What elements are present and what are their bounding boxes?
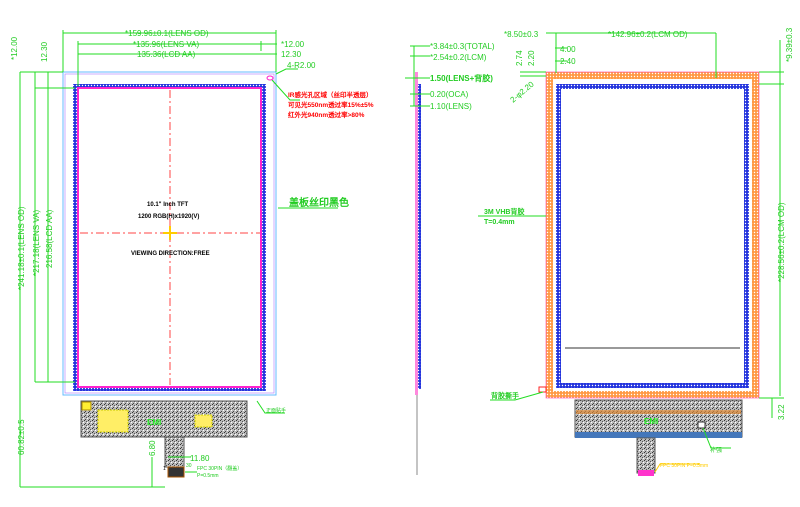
ir-hole [266,75,274,81]
dim-back-offset: *8.50±0.3 [504,30,539,39]
dim-fpc-11-80: 11.80 [190,454,210,463]
ir-note-line3: 红外光940nm透过率>80% [288,110,365,119]
lens-inner-outline [64,73,275,394]
dim-right-12: *12.00 [281,40,305,49]
panel-resolution-label: 1200 RGB(H)x1920(V) [138,214,199,220]
dim-2-74: 2.74 [515,50,524,66]
dim-oca: 0.20(OCA) [430,90,469,99]
dim-3-22: 3.22 [777,404,786,420]
dim-lens-va-height: *217.18(LENS VA) [32,210,41,276]
panel-size-label: 10.1" Inch TFT [147,202,189,208]
ir-note-line2: 可见光550nm透过率15%±5% [288,100,374,109]
emi-label: EMI [147,418,161,427]
dim-lcd-aa-width: 135.36(LCD AA) [137,50,196,59]
dim-fpc-length: 60.82±0.5 [17,419,26,455]
dim-4-00: 4.00 [560,45,576,54]
front-fpc: EMI 6.80 11.80 1 30 FPC 30PIN（翻盖） P=0.5m… [80,400,286,487]
dim-lens-od-width: *159.96±0.1(LENS OD) [125,29,209,38]
back-connector-note: FPC 30PIN P=0.5mm [660,463,708,469]
dim-hole-dia: 2-φ2.20 [509,79,537,104]
dim-lens: 1.10(LENS) [430,102,472,111]
pin-30-label: 30 [186,463,192,469]
front-view: 10.1" Inch TFT 1200 RGB(H)x1920(V) VIEWI… [10,29,374,488]
back-emi-label: EMI [644,417,658,426]
dim-total-thickness: *3.84±0.3(TOTAL) [430,42,495,51]
viewing-direction-label: VIEWING DIRECTION:FREE [131,251,210,257]
dim-lcm-od-width: *142.96±0.2(LCM OD) [608,30,688,39]
dim-lcm-od-height: *228.56±0.2(LCM OD) [777,202,786,282]
dim-2-20: 2.20 [527,50,536,66]
center-mark-icon [163,226,177,240]
ir-note-line1: IR感光孔区域（丝印半透层） [288,90,373,99]
dim-lcd-aa-height: 216.58(LCD AA) [45,209,54,268]
dim-lens-od-height: *241.18±0.1(LENS OD) [17,206,26,290]
lens-outline [62,71,277,396]
dim-fpc-6-80: 6.80 [148,440,157,456]
dim-2-40: 2.40 [560,57,576,66]
dim-lens-tape: 1.50(LENS+背胶) [430,73,493,83]
side-note: 正面贴手 [266,407,286,414]
dim-left-12-30: 12.30 [40,41,49,62]
vhb-tape-note: 3M VHB背胶 [484,207,524,216]
connector-note: FPC 30PIN（翻盖） [197,465,242,472]
dim-right-12-30: 12.30 [281,50,302,59]
dim-corner-radius: 4-R2.00 [287,61,316,70]
side-view: *3.84±0.3(TOTAL) *2.54±0.2(LCM) 1.50(LEN… [405,42,495,475]
dim-lcm-thickness: *2.54±0.2(LCM) [430,53,487,62]
pin-1-label: 1 [163,466,166,472]
connector-pitch: P=0.5mm [197,473,219,479]
vhb-thickness-note: T=0.4mm [484,219,515,226]
dim-lens-va-width: *135.96(LENS VA) [133,40,199,49]
back-view: *8.50±0.3 *142.96±0.2(LCM OD) 4.00 2.40 … [478,27,794,476]
dim-left-12: *12.00 [10,36,19,60]
pull-tab-note: 背胶撕手 [491,391,519,400]
stiffener-note: 补强 [710,446,722,454]
cover-print-note: 盖板丝印黑色 [289,196,349,209]
back-fpc: EMI 补强 FPC 30PIN P=0.5mm [574,399,743,476]
dim-back-top-offset: *9.39±0.3 [785,27,794,62]
